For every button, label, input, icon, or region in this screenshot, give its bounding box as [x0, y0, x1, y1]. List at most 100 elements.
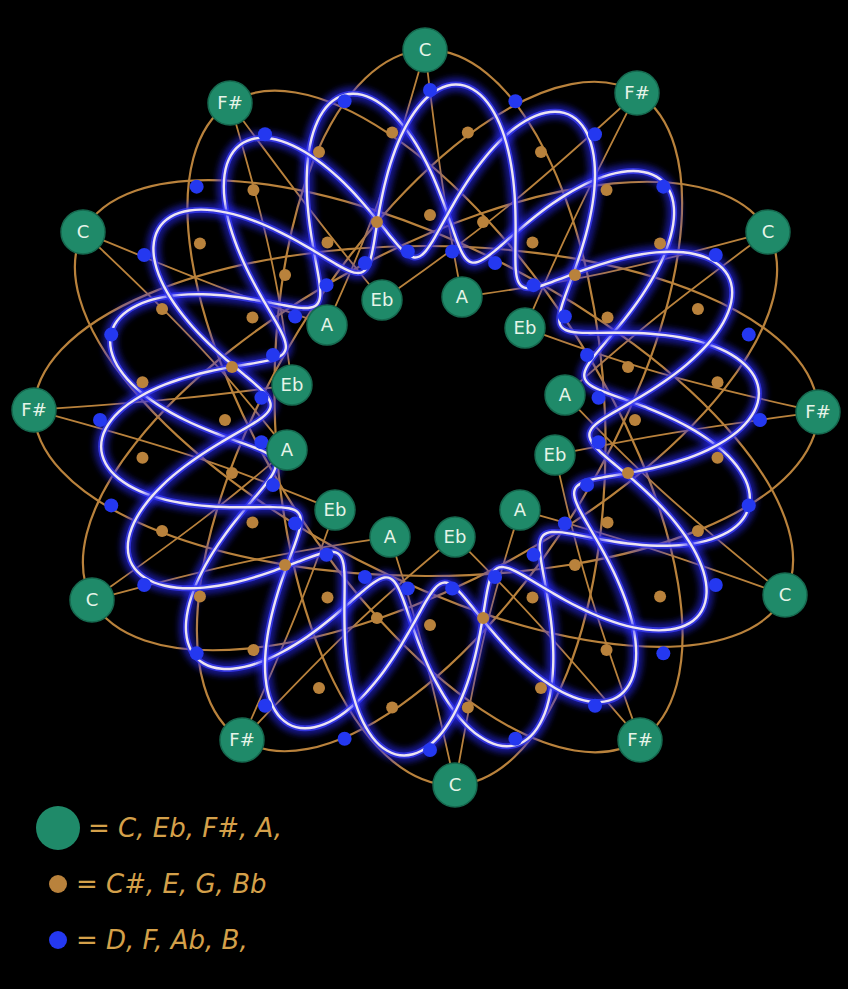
note-circle: A — [441, 276, 483, 318]
circle-fill — [208, 81, 252, 125]
note-name: C — [449, 776, 462, 794]
note-circle: A — [369, 516, 411, 558]
blue-dot — [288, 516, 302, 530]
blue-dot — [423, 743, 437, 757]
note-circle: C — [402, 27, 448, 73]
orange-dot — [692, 303, 704, 315]
blue-dot — [137, 248, 151, 262]
blue-dot — [401, 582, 415, 596]
blue-dot — [320, 278, 334, 292]
note-circle: C — [60, 209, 106, 255]
blue-dot — [104, 498, 118, 512]
blue-dot — [254, 435, 268, 449]
blue-dot — [742, 498, 756, 512]
orange-dot — [601, 644, 613, 656]
blue-dot — [508, 732, 522, 746]
orange-dot — [654, 591, 666, 603]
note-name: C — [762, 223, 775, 241]
note-name: A — [559, 386, 571, 404]
blue-dot — [401, 244, 415, 258]
blue-dot — [588, 699, 602, 713]
legend-text: = D, F, Ab, B, — [76, 927, 248, 953]
circle-fill — [220, 718, 264, 762]
orange-dot — [569, 559, 581, 571]
legend-item: = C, Eb, F#, A, — [0, 804, 500, 852]
note-name: F# — [805, 403, 830, 421]
note-circle: F# — [614, 70, 660, 116]
blue-dot — [709, 248, 723, 262]
orange-dot — [386, 126, 398, 138]
orange-loop — [101, 7, 778, 826]
blue-dot — [656, 180, 670, 194]
blue-dot — [709, 578, 723, 592]
note-name: A — [514, 501, 526, 519]
blue-dot — [258, 699, 272, 713]
legend-text: = C, Eb, F#, A, — [88, 815, 282, 841]
orange-dot — [424, 619, 436, 631]
blue-dot — [93, 413, 107, 427]
orange-dot — [247, 644, 259, 656]
note-name: Eb — [281, 376, 304, 394]
orange-loop — [7, 85, 848, 741]
orange-dot — [219, 414, 231, 426]
circle-fill — [618, 718, 662, 762]
circle-fill — [746, 210, 790, 254]
legend-swatch — [49, 931, 67, 949]
blue-dot — [508, 94, 522, 108]
note-name: Eb — [544, 446, 567, 464]
orange-dot — [477, 612, 489, 624]
orange-dot — [156, 525, 168, 537]
blue-dot — [338, 94, 352, 108]
note-name: A — [281, 441, 293, 459]
legend-swatch — [36, 806, 80, 850]
orange-loop — [91, 14, 778, 830]
note-circle: A — [544, 374, 586, 416]
orange-dot — [371, 216, 383, 228]
note-name: A — [456, 288, 468, 306]
orange-dot — [371, 612, 383, 624]
note-circle: C — [745, 209, 791, 255]
orange-dot — [313, 146, 325, 158]
circle-fill — [500, 490, 540, 530]
orange-dot — [654, 237, 666, 249]
orange-dot — [156, 303, 168, 315]
orange-dot — [194, 237, 206, 249]
circle-fill — [70, 578, 114, 622]
circle-fill — [403, 28, 447, 72]
circle-fill — [272, 365, 312, 405]
orange-dot — [629, 414, 641, 426]
white-loop — [128, 85, 732, 756]
orange-dot — [246, 312, 258, 324]
blue-dot — [488, 256, 502, 270]
circle-fill — [505, 308, 545, 348]
blue-dot — [526, 278, 540, 292]
blue-dot — [266, 348, 280, 362]
blue-dot — [588, 127, 602, 141]
orange-dot — [313, 682, 325, 694]
blue-dot — [338, 732, 352, 746]
note-circle: Eb — [314, 489, 356, 531]
orange-dot — [322, 592, 334, 604]
orange-dot — [622, 361, 634, 373]
blue-dot — [288, 310, 302, 324]
rosette-loops — [101, 85, 759, 756]
note-name: C — [77, 223, 90, 241]
circle-fill — [362, 280, 402, 320]
circle-fill — [61, 210, 105, 254]
orange-dot — [535, 146, 547, 158]
note-name: F# — [217, 94, 242, 112]
circle-fill — [12, 388, 56, 432]
circle-fill — [267, 430, 307, 470]
orange-dot — [602, 312, 614, 324]
note-name: Eb — [324, 501, 347, 519]
white-loop — [110, 94, 750, 747]
orange-dot — [601, 184, 613, 196]
note-name: A — [321, 316, 333, 334]
legend-swatch — [49, 875, 67, 893]
note-name: Eb — [514, 319, 537, 337]
note-name: F# — [21, 401, 46, 419]
note-name: Eb — [371, 291, 394, 309]
orange-dot — [535, 682, 547, 694]
blue-dot — [320, 548, 334, 562]
